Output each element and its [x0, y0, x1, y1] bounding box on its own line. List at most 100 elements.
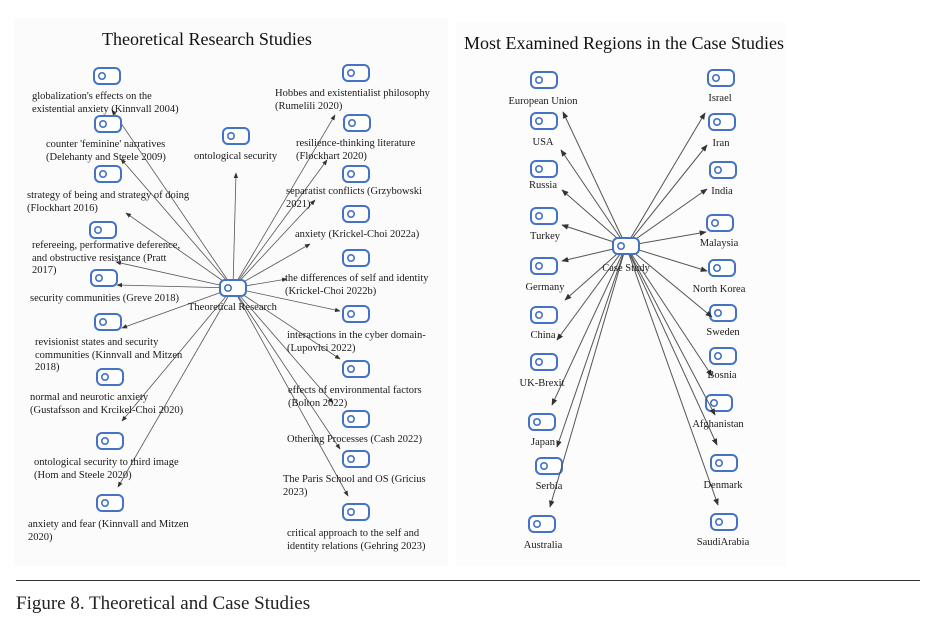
- case-node-icon[interactable]: [530, 257, 558, 275]
- edge-arrow: [125, 212, 234, 289]
- theoretical-node-label: ontological security: [194, 151, 278, 162]
- theoretical-node-label: separatist conflicts (Grzybowski 2021): [286, 186, 422, 210]
- case-node-icon[interactable]: [710, 513, 738, 531]
- theoretical-node-label: refereeing, performative deference, and …: [32, 240, 181, 276]
- case-node-icon[interactable]: [705, 394, 733, 412]
- case-study-title: Most Examined Regions in the Case Studie…: [464, 33, 784, 53]
- theoretical-node-icon[interactable]: [342, 503, 370, 521]
- edge-arrow: [232, 114, 336, 289]
- case-node-icon[interactable]: [528, 515, 556, 533]
- edge-arrow: [121, 287, 234, 422]
- edge-arrow: [117, 287, 234, 488]
- case-node-label: Sweden: [706, 327, 740, 338]
- theoretical-node-icon[interactable]: [96, 368, 124, 386]
- theoretical-node-icon[interactable]: [89, 221, 117, 239]
- theoretical-node-label: the differences of self and identity (Kr…: [285, 273, 429, 297]
- theoretical-node-icon[interactable]: [342, 205, 370, 223]
- theoretical-node-icon[interactable]: [93, 67, 121, 85]
- edge-arrow: [232, 172, 239, 289]
- case-node-icon[interactable]: [709, 161, 737, 179]
- theoretical-node-label: Othering Processes (Cash 2022): [287, 434, 423, 445]
- theoretical-node-icon[interactable]: [96, 432, 124, 450]
- case-node-label: Malaysia: [699, 238, 739, 249]
- theoretical-node-icon[interactable]: [222, 127, 250, 145]
- edge-arrow: [556, 245, 627, 341]
- theoretical-node-icon[interactable]: [343, 114, 371, 132]
- edge-arrow: [232, 199, 316, 289]
- edge-arrow: [232, 159, 328, 289]
- edge-arrow: [115, 260, 234, 289]
- case-node-label: Afghanistan: [692, 419, 744, 430]
- case-node-icon[interactable]: [709, 304, 737, 322]
- case-node-icon[interactable]: [530, 160, 558, 178]
- case-node-label: European Union: [508, 96, 578, 107]
- case-node-icon[interactable]: [708, 259, 736, 277]
- edge-arrow: [549, 245, 627, 508]
- case-hub-icon[interactable]: [612, 237, 640, 255]
- edge-arrow: [561, 189, 627, 247]
- edge-arrow: [556, 245, 627, 448]
- case-node-icon[interactable]: [535, 457, 563, 475]
- theoretical-node-icon[interactable]: [342, 165, 370, 183]
- figure-caption: Figure 8. Theoretical and Case Studies: [16, 593, 311, 614]
- theoretical-node-label: The Paris School and OS (Gricius 2023): [283, 474, 426, 498]
- edge-arrow: [232, 287, 341, 450]
- case-node-label: India: [711, 186, 733, 197]
- edge-arrow: [625, 112, 706, 247]
- theoretical-node-icon[interactable]: [342, 360, 370, 378]
- theoretical-node-label: revisionist states and security communit…: [35, 337, 183, 373]
- theoretical-node-label: anxiety and fear (Kinnvall and Mitzen 20…: [28, 519, 189, 543]
- edge-arrow: [116, 282, 234, 289]
- theoretical-node-label: interactions in the cyber domain- (Lupov…: [287, 330, 426, 354]
- theoretical-node-icon[interactable]: [94, 313, 122, 331]
- case-hub-label: Case Study: [602, 263, 650, 274]
- edge-arrow: [564, 245, 627, 301]
- theoretical-node-icon[interactable]: [94, 115, 122, 133]
- theoretical-node-label: ontological security to third image (Hom…: [34, 457, 179, 481]
- theoretical-hub-icon[interactable]: [219, 279, 247, 297]
- theoretical-node-label: normal and neurotic anxiety (Gustafsson …: [30, 392, 184, 416]
- case-node-label: Denmark: [703, 480, 743, 491]
- case-node-label: Turkey: [530, 231, 560, 242]
- edge-arrow: [625, 188, 708, 247]
- theoretical-node-icon[interactable]: [90, 269, 118, 287]
- case-node-icon[interactable]: [530, 71, 558, 89]
- case-node-icon[interactable]: [530, 306, 558, 324]
- edge-arrow: [625, 144, 708, 247]
- case-node-icon[interactable]: [707, 69, 735, 87]
- edge-arrow: [560, 149, 627, 247]
- edge-arrow: [625, 245, 718, 446]
- case-node-icon[interactable]: [710, 454, 738, 472]
- case-node-icon[interactable]: [709, 347, 737, 365]
- theoretical-hub-label: Theoretical Research: [188, 302, 277, 313]
- edge-arrow: [625, 245, 719, 506]
- theoretical-node-icon[interactable]: [94, 165, 122, 183]
- caption-rule: [16, 580, 920, 581]
- theoretical-node-icon[interactable]: [342, 249, 370, 267]
- edge-arrow: [232, 287, 334, 404]
- case-node-label: Germany: [525, 282, 565, 293]
- case-node-icon[interactable]: [706, 214, 734, 232]
- case-node-icon[interactable]: [530, 207, 558, 225]
- edge-arrow: [111, 109, 234, 289]
- case-node-label: Serbia: [535, 481, 563, 492]
- case-node-icon[interactable]: [530, 353, 558, 371]
- theoretical-node-icon[interactable]: [342, 305, 370, 323]
- case-node-icon[interactable]: [708, 113, 736, 131]
- case-node-label: SaudiArabia: [696, 537, 750, 548]
- edge-arrow: [625, 245, 716, 416]
- case-node-label: Bosnia: [707, 370, 737, 381]
- case-node-icon[interactable]: [530, 112, 558, 130]
- edge-arrow: [232, 287, 341, 313]
- theoretical-node-icon[interactable]: [342, 410, 370, 428]
- case-node-label: UK-Brexit: [519, 378, 565, 389]
- case-node-label: Australia: [523, 540, 563, 551]
- edge-arrow: [562, 111, 627, 247]
- theoretical-node-icon[interactable]: [342, 64, 370, 82]
- case-node-label: North Korea: [692, 284, 746, 295]
- theoretical-node-icon[interactable]: [342, 450, 370, 468]
- edge-arrow: [120, 158, 234, 289]
- theoretical-node-icon[interactable]: [96, 494, 124, 512]
- case-node-icon[interactable]: [528, 413, 556, 431]
